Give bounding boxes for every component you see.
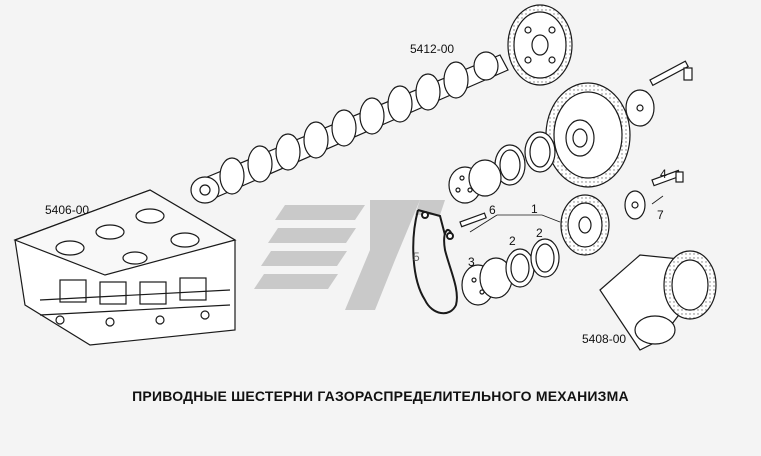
label-bolt-upper: 4	[660, 167, 667, 181]
label-bolt-left: 6	[489, 203, 496, 217]
label-bushing-right: 2	[536, 226, 543, 240]
camshaft	[190, 51, 509, 204]
chain-tensioner	[412, 209, 458, 315]
label-hub: 3	[468, 255, 475, 269]
washer-7-and-bolt-4	[624, 169, 684, 220]
diagram-title: ПРИВОДНЫЕ ШЕСТЕРНИ ГАЗОРАСПРЕДЕЛИТЕЛЬНОГ…	[132, 388, 629, 404]
gear-assembly-1	[560, 194, 610, 256]
lower-bushings	[505, 238, 560, 288]
label-washer: 7	[657, 208, 664, 222]
crankshaft	[599, 250, 717, 351]
label-crankshaft: 5408-00	[582, 332, 627, 346]
camshaft-gear	[507, 4, 573, 86]
label-gear-assembly: 1	[531, 202, 538, 216]
label-camshaft: 5412-00	[410, 42, 455, 56]
label-bushing-left: 2	[509, 234, 516, 248]
upper-hub	[448, 159, 502, 204]
hub-3	[461, 257, 513, 306]
intermediate-gear	[545, 82, 631, 188]
leader-lines	[469, 195, 664, 233]
upper-bushings	[494, 131, 556, 186]
watermark-logo	[254, 200, 445, 310]
upper-washer-and-bolt	[625, 60, 693, 127]
label-chain-tensioner: 5	[413, 250, 420, 264]
label-cylinder-block: 5406-00	[45, 203, 90, 217]
cylinder-block	[13, 189, 237, 346]
bolt-6	[459, 212, 487, 228]
